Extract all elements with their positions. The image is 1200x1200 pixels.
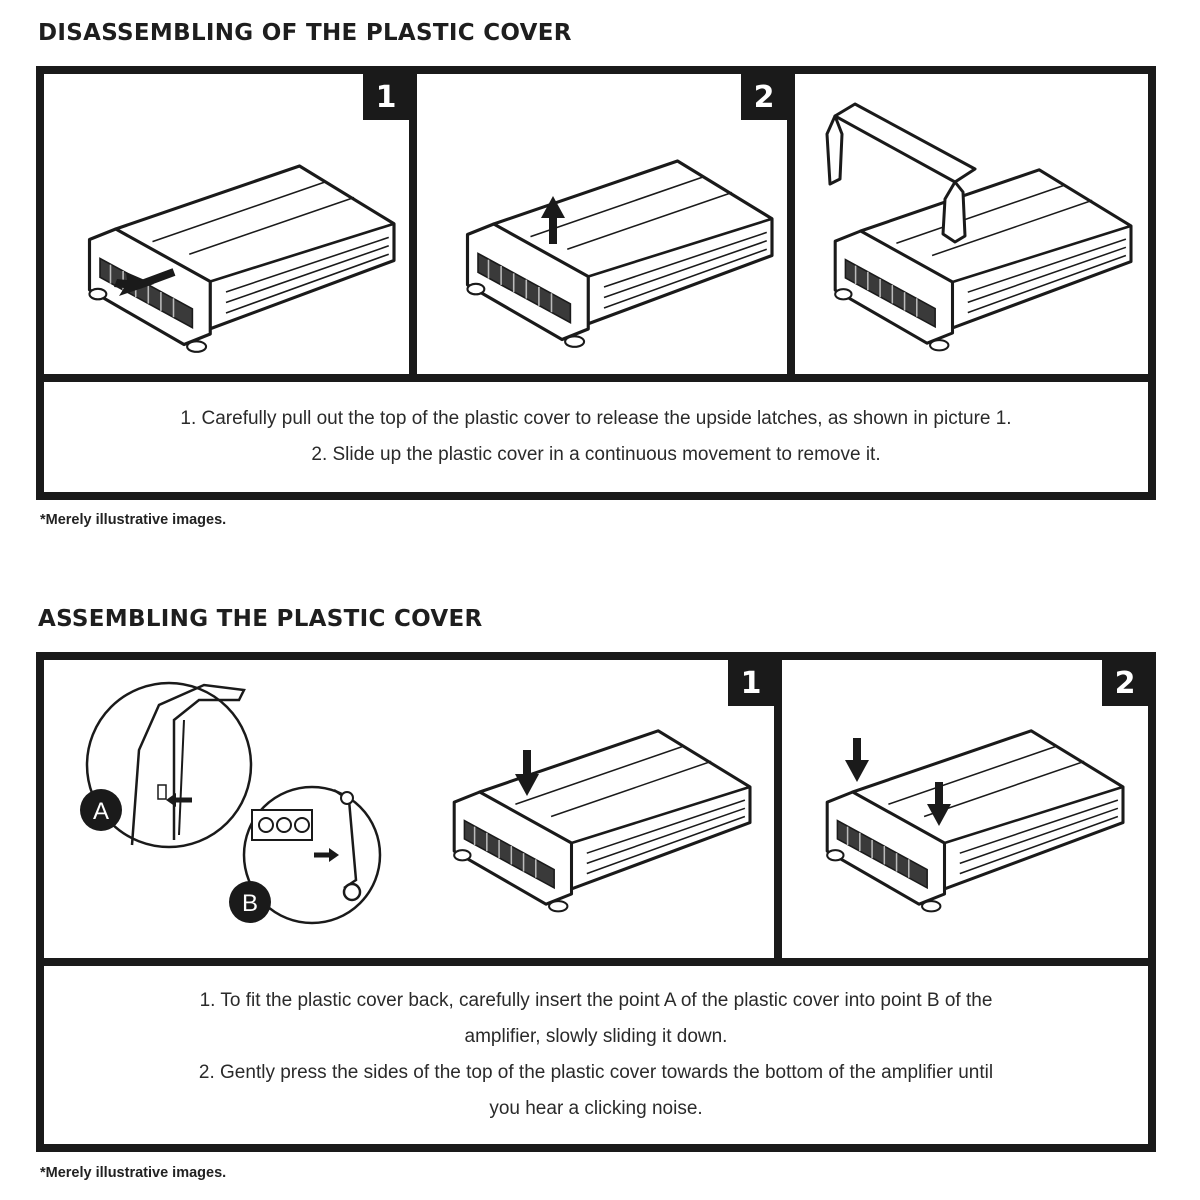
disassembly-step-3-panel	[795, 74, 1148, 374]
assembly-instructions: 1. To fit the plastic cover back, carefu…	[44, 966, 1148, 1144]
disassembly-step-2-panel: 2	[417, 74, 787, 374]
instruction-line: amplifier, slowly sliding it down.	[464, 1026, 728, 1047]
amplifier-illustration	[825, 729, 1125, 913]
step-badge: 2	[741, 74, 787, 120]
press-down-arrow-icon	[845, 738, 951, 826]
assembly-step-2-panel: 2	[782, 660, 1148, 958]
svg-text:B: B	[242, 890, 258, 917]
pull-out-arrow-icon	[114, 268, 176, 296]
step-badge: 1	[728, 660, 774, 706]
step-badge: 1	[363, 74, 409, 120]
svg-text:A: A	[93, 798, 109, 825]
instruction-line: you hear a clicking noise.	[489, 1098, 703, 1119]
instruction-line: 2. Slide up the plastic cover in a conti…	[311, 444, 881, 465]
detail-b-magnifier	[242, 785, 382, 925]
cover-removed-illustration	[825, 102, 1133, 352]
disassembly-frame: 1 2 1. Carefully pu	[36, 66, 1156, 500]
disassembly-step-1-panel: 1	[44, 74, 409, 374]
assembly-title: ASSEMBLING THE PLASTIC COVER	[38, 606, 483, 632]
instruction-line: 1. Carefully pull out the top of the pla…	[180, 408, 1012, 429]
instruction-line: 1. To fit the plastic cover back, carefu…	[199, 990, 993, 1011]
amplifier-illustration	[87, 164, 396, 354]
callout-b-badge: B	[229, 881, 271, 923]
amplifier-illustration	[465, 159, 774, 349]
press-down-arrow-icon	[515, 750, 539, 796]
detail-a-magnifier	[85, 681, 253, 849]
assembly-frame: 1 A	[36, 652, 1156, 1152]
illustrative-note: *Merely illustrative images.	[40, 512, 227, 528]
step-badge: 2	[1102, 660, 1148, 706]
illustrative-note: *Merely illustrative images.	[40, 1165, 227, 1181]
assembly-step-1-panel: 1 A	[44, 660, 774, 958]
slide-up-arrow-icon	[541, 196, 565, 244]
instruction-line: 2. Gently press the sides of the top of …	[198, 1062, 994, 1083]
disassembly-instructions: 1. Carefully pull out the top of the pla…	[44, 382, 1148, 492]
disassembly-title: DISASSEMBLING OF THE PLASTIC COVER	[38, 20, 572, 46]
assembly-detail-illustration: A B	[80, 681, 752, 925]
callout-a-badge: A	[80, 789, 122, 831]
